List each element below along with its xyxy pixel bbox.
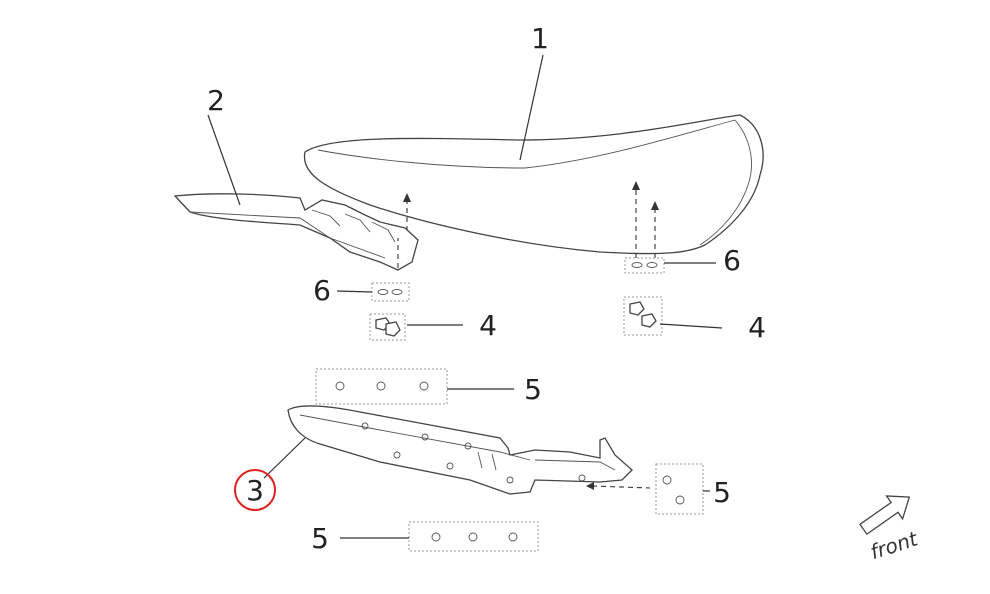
callout-1: 1	[531, 22, 549, 55]
callout-4-right: 4	[748, 311, 766, 344]
callout-5-bottom: 5	[311, 522, 329, 555]
washer-group-right	[624, 257, 665, 274]
highlight-circle	[234, 469, 276, 511]
rear-bracket-part	[173, 193, 419, 271]
bolt-group-top	[315, 368, 448, 405]
bolt-group-bottom	[408, 521, 539, 552]
front-label: front	[867, 526, 921, 564]
nut-group-left	[369, 313, 406, 341]
callout-2: 2	[207, 84, 225, 117]
bolt-group-right	[655, 463, 704, 515]
nut-group-right	[623, 296, 663, 336]
callout-5-right: 5	[713, 476, 731, 509]
callout-5-top: 5	[524, 373, 542, 406]
callout-6-right: 6	[723, 244, 741, 277]
washer-group-left	[371, 282, 410, 302]
callout-3: 3	[246, 474, 264, 507]
callout-6-left: 6	[313, 274, 331, 307]
front-direction-arrow	[859, 495, 911, 536]
base-frame-part	[287, 405, 651, 495]
leader-lines	[207, 54, 723, 539]
callout-4-left: 4	[479, 309, 497, 342]
